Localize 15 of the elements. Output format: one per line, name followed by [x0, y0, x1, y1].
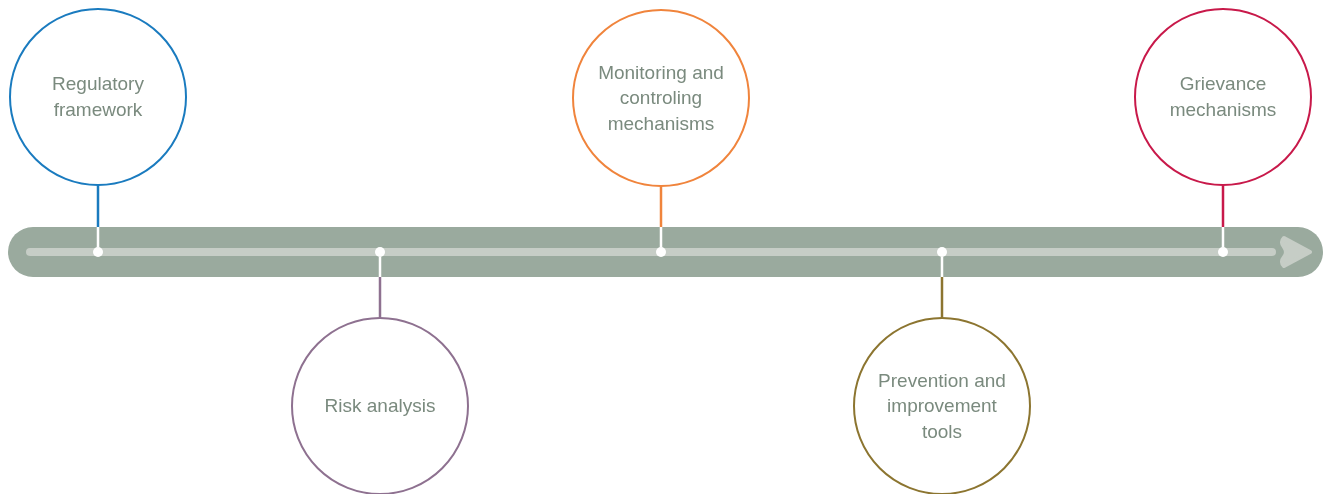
connector-line: [659, 187, 663, 247]
milestone-label: Risk analysis: [324, 394, 436, 419]
milestone-label: Prevention and improvement tools: [877, 368, 1007, 444]
timeline-dot: [937, 247, 947, 257]
timeline-dot: [375, 247, 385, 257]
timeline-dot: [93, 247, 103, 257]
connector-line: [96, 186, 100, 247]
connector-line: [940, 257, 944, 317]
milestone-label: Regulatory framework: [51, 72, 145, 122]
timeline-dot: [1218, 247, 1228, 257]
timeline-dot: [656, 247, 666, 257]
connector-line: [1221, 186, 1225, 247]
milestone-label: Monitoring and controling mechanisms: [597, 60, 725, 136]
milestone-label: Grievance mechanisms: [1168, 72, 1278, 122]
connector-line: [378, 257, 382, 317]
